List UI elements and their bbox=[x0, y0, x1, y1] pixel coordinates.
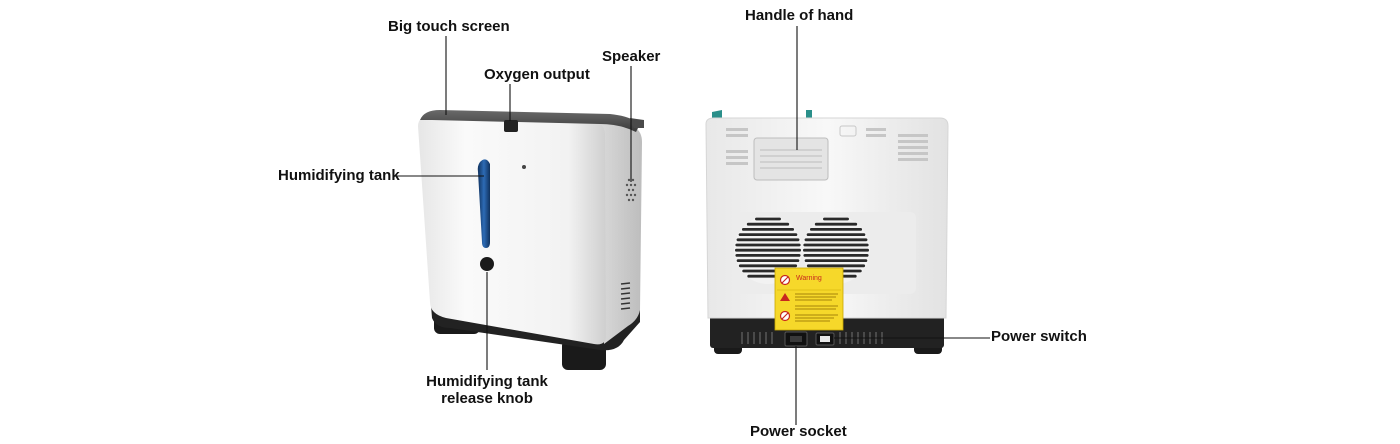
oxygen-output-nozzle bbox=[504, 120, 518, 132]
top-clip bbox=[839, 125, 857, 137]
label-release-knob: Humidifying tank release knob bbox=[421, 373, 553, 407]
perforations-left bbox=[726, 128, 748, 165]
front-body bbox=[418, 116, 606, 345]
label-speaker: Speaker bbox=[602, 48, 661, 65]
label-power-socket: Power socket bbox=[750, 423, 847, 440]
warning-sticker: Warning bbox=[774, 267, 844, 331]
label-handle-of-hand: Handle of hand bbox=[745, 7, 854, 24]
speaker-grille bbox=[625, 178, 637, 202]
leader-lines bbox=[394, 26, 990, 425]
fan-grille-left bbox=[734, 216, 802, 284]
indicator-dot bbox=[522, 165, 526, 169]
front-side-panel bbox=[600, 122, 642, 344]
perforations-right bbox=[866, 128, 928, 161]
hazard-triangle-icon bbox=[780, 293, 790, 301]
top-accent-left bbox=[712, 110, 722, 118]
label-oxygen-output: Oxygen output bbox=[484, 66, 590, 83]
touch-screen bbox=[420, 110, 640, 132]
top-accent-right bbox=[806, 110, 812, 118]
release-knob bbox=[480, 257, 494, 271]
handle-recess bbox=[753, 137, 829, 181]
label-power-switch: Power switch bbox=[991, 328, 1087, 345]
back-base bbox=[710, 314, 944, 348]
rear-edge bbox=[630, 118, 644, 128]
front-device bbox=[418, 110, 644, 370]
fan-grille-right bbox=[802, 216, 870, 284]
handle-grip bbox=[760, 149, 822, 169]
warning-sticker-title: Warning bbox=[796, 275, 822, 282]
label-release-knob-line1: Humidifying tank bbox=[426, 373, 548, 390]
humidifying-tank-window bbox=[477, 159, 490, 248]
side-vents bbox=[620, 282, 631, 310]
label-big-touch-screen: Big touch screen bbox=[388, 18, 510, 35]
back-device: Warning bbox=[705, 110, 949, 354]
label-release-knob-line2: release knob bbox=[441, 390, 533, 407]
label-humidifying-tank: Humidifying tank bbox=[278, 167, 400, 184]
